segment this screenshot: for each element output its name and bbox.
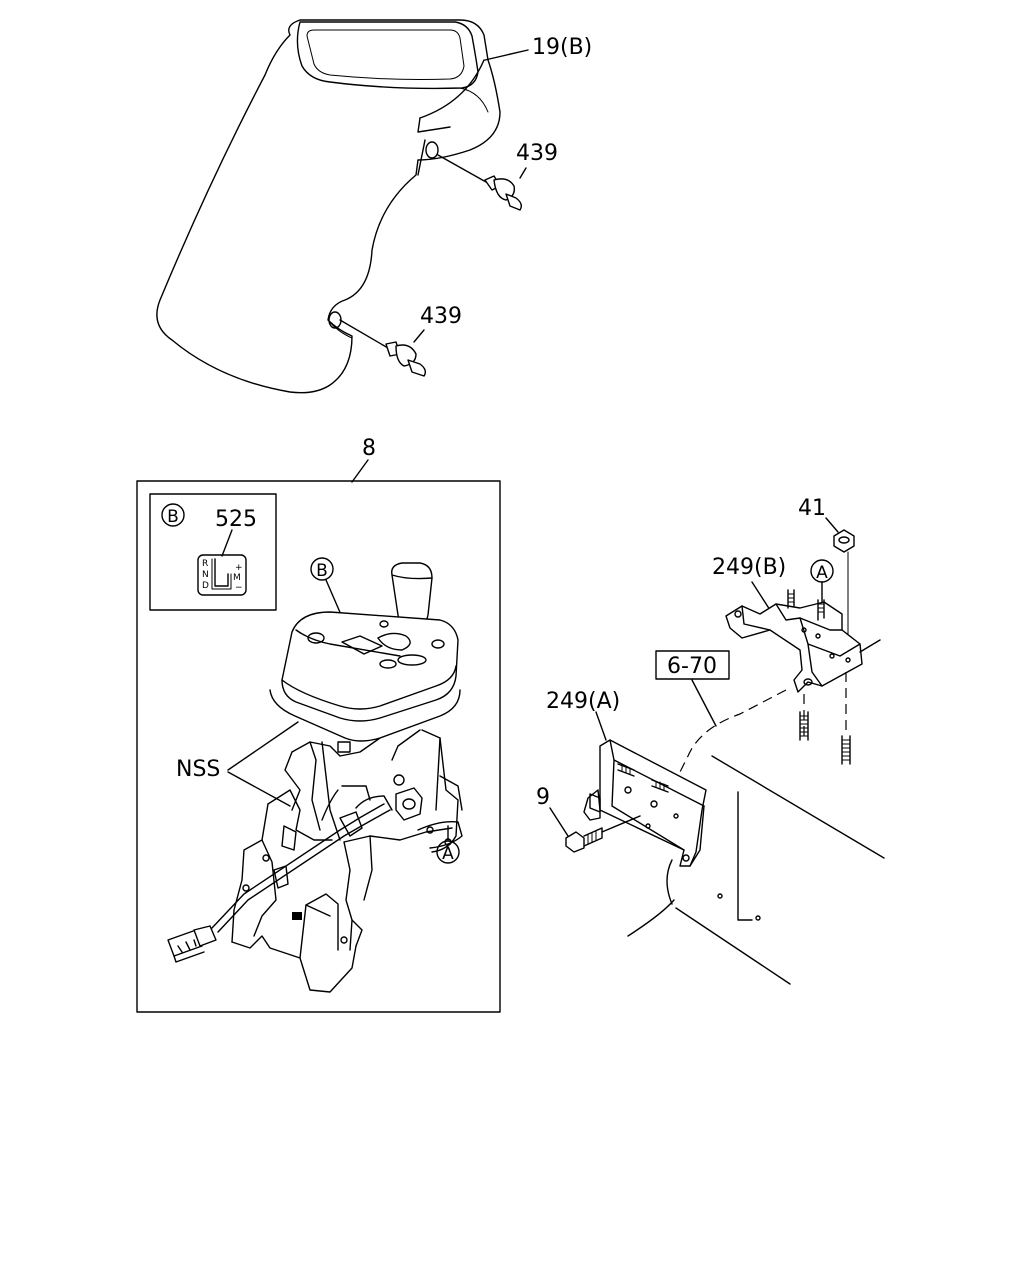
indicator-plus: +	[235, 563, 243, 573]
nut-41	[833, 529, 855, 553]
leader-nss-upper	[227, 721, 299, 771]
shift-cover-19b	[156, 19, 501, 394]
label-439-upper: 439	[516, 141, 558, 166]
stud-249b-left	[799, 711, 809, 741]
ref-circle-a-lower	[436, 840, 460, 864]
leader-525	[221, 529, 233, 557]
label-19b: 19(B)	[532, 35, 592, 60]
stud-249b-right	[841, 735, 851, 765]
leader-6-70	[691, 679, 717, 727]
leader-9	[549, 807, 569, 837]
leader-249a	[595, 711, 607, 741]
label-9: 9	[536, 785, 550, 810]
shifter-assembly	[167, 562, 463, 993]
inset-box-b	[149, 493, 277, 611]
label-8: 8	[362, 436, 376, 461]
label-41: 41	[798, 496, 826, 521]
indicator-d: D	[202, 581, 209, 591]
assembly-box-8	[136, 480, 501, 1013]
leader-249b	[751, 581, 771, 611]
leader-41	[825, 517, 839, 533]
indicator-r: R	[202, 559, 208, 569]
label-525: 525	[215, 507, 257, 532]
clip-439-upper	[437, 154, 527, 211]
label-249a: 249(A)	[546, 689, 620, 714]
ref-circle-b-inset	[161, 503, 185, 527]
ref-box-6-70	[655, 650, 730, 680]
ref-a-upper-letter: A	[816, 563, 828, 583]
indicator-n: N	[202, 570, 209, 580]
leader-19b	[484, 49, 529, 61]
body-panel	[627, 639, 885, 985]
leader-8	[351, 459, 369, 483]
label-nss: NSS	[176, 757, 220, 782]
bolt-9	[565, 815, 641, 853]
label-6-70: 6-70	[667, 654, 717, 679]
indicator-minus: −	[235, 583, 243, 593]
bracket-249b	[725, 589, 863, 693]
ref-a-lower-letter: A	[442, 844, 454, 864]
label-439-lower: 439	[420, 304, 462, 329]
label-249b: 249(B)	[712, 555, 786, 580]
ref-circle-b-knob	[310, 557, 334, 581]
shift-indicator-label-525: R N D + M −	[197, 554, 247, 596]
clip-439-lower	[339, 319, 427, 377]
indicator-m: M	[233, 573, 241, 583]
ref-b-knob-letter: B	[316, 561, 328, 581]
bracket-249a	[583, 739, 707, 867]
ref-b-inset-letter: B	[167, 507, 179, 527]
leader-nss-lower	[227, 771, 291, 807]
